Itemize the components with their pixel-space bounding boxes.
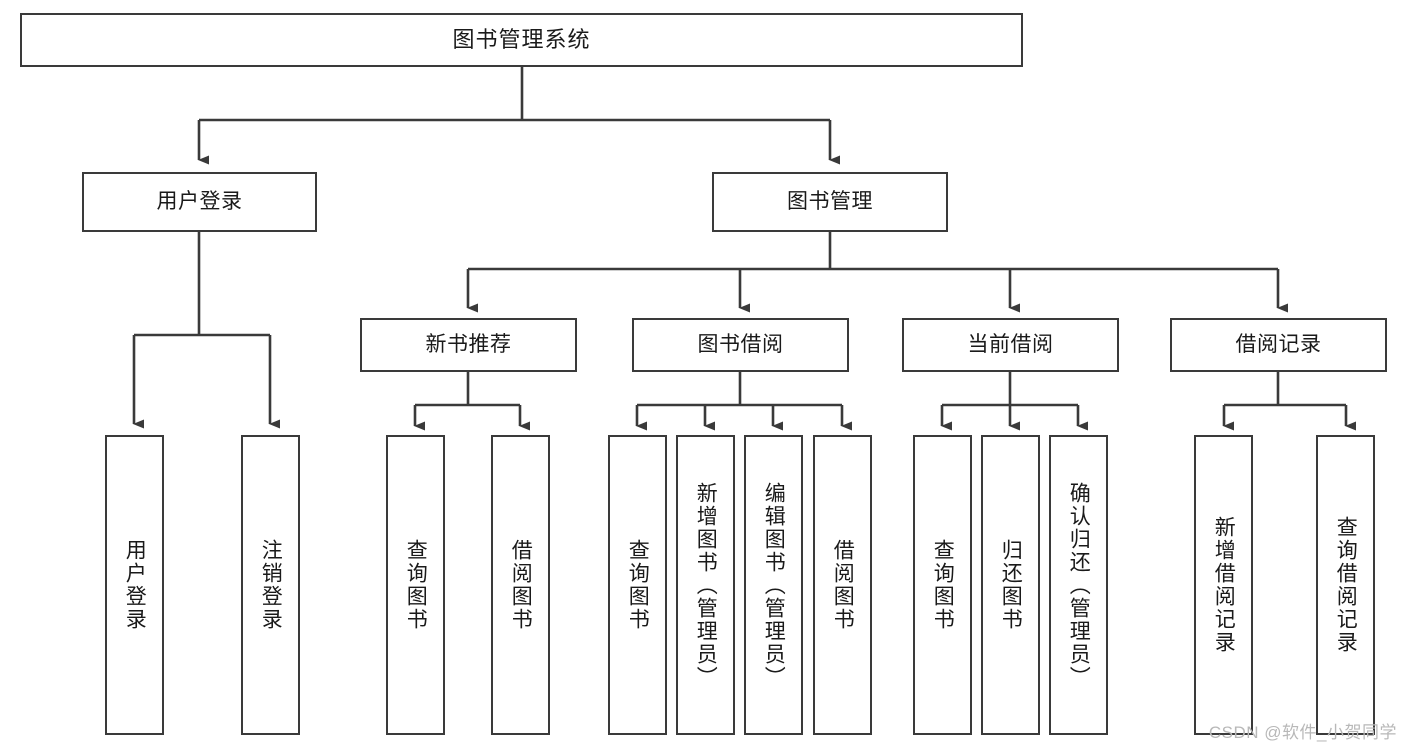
leaf-current-borrow-return-book[interactable]: 归还图书	[981, 435, 1040, 735]
node-label: 当前借阅	[967, 332, 1054, 356]
node-label: 查询借阅记录	[1334, 516, 1358, 654]
node-label: 注销登录	[259, 539, 283, 631]
node-label: 编辑图书（管理员）	[762, 481, 786, 689]
node-label: 借阅图书	[831, 539, 855, 631]
node-label: 图书管理	[787, 189, 873, 213]
node-new-book-recommend[interactable]: 新书推荐	[360, 318, 577, 372]
node-current-borrow[interactable]: 当前借阅	[902, 318, 1119, 372]
leaf-book-borrow-edit-book-admin[interactable]: 编辑图书（管理员）	[744, 435, 803, 735]
leaf-new-book-borrow-book[interactable]: 借阅图书	[491, 435, 550, 735]
leaf-borrow-record-query-record[interactable]: 查询借阅记录	[1316, 435, 1375, 735]
leaf-book-borrow-query-book[interactable]: 查询图书	[608, 435, 667, 735]
node-label: 借阅记录	[1235, 332, 1322, 356]
node-label: 借阅图书	[509, 539, 533, 631]
leaf-borrow-record-add-record[interactable]: 新增借阅记录	[1194, 435, 1253, 735]
leaf-current-borrow-query-book[interactable]: 查询图书	[913, 435, 972, 735]
leaf-user-login-logout[interactable]: 注销登录	[241, 435, 300, 735]
node-root-book-management-system[interactable]: 图书管理系统	[20, 13, 1023, 67]
node-label: 查询图书	[931, 539, 955, 631]
node-user-login[interactable]: 用户登录	[82, 172, 317, 232]
node-label: 归还图书	[999, 539, 1023, 631]
leaf-current-borrow-confirm-return-admin[interactable]: 确认归还（管理员）	[1049, 435, 1108, 735]
csdn-watermark: CSDN @软件_小贺同学	[1208, 723, 1397, 742]
node-label: 查询图书	[404, 539, 428, 631]
node-label: 新增图书（管理员）	[694, 481, 718, 689]
node-label: 图书管理系统	[452, 27, 591, 53]
node-label: 新书推荐	[425, 332, 512, 356]
node-label: 新增借阅记录	[1212, 516, 1236, 654]
node-label: 查询图书	[626, 539, 650, 631]
node-label: 图书借阅	[697, 332, 784, 356]
leaf-book-borrow-borrow-book[interactable]: 借阅图书	[813, 435, 872, 735]
leaf-user-login-login[interactable]: 用户登录	[105, 435, 164, 735]
node-label: 确认归还（管理员）	[1067, 481, 1091, 689]
node-label: 用户登录	[123, 539, 147, 631]
leaf-book-borrow-add-book-admin[interactable]: 新增图书（管理员）	[676, 435, 735, 735]
node-label: 用户登录	[156, 189, 243, 213]
node-book-management[interactable]: 图书管理	[712, 172, 948, 232]
node-book-borrow[interactable]: 图书借阅	[632, 318, 849, 372]
node-borrow-record[interactable]: 借阅记录	[1170, 318, 1387, 372]
leaf-new-book-query-book[interactable]: 查询图书	[386, 435, 445, 735]
